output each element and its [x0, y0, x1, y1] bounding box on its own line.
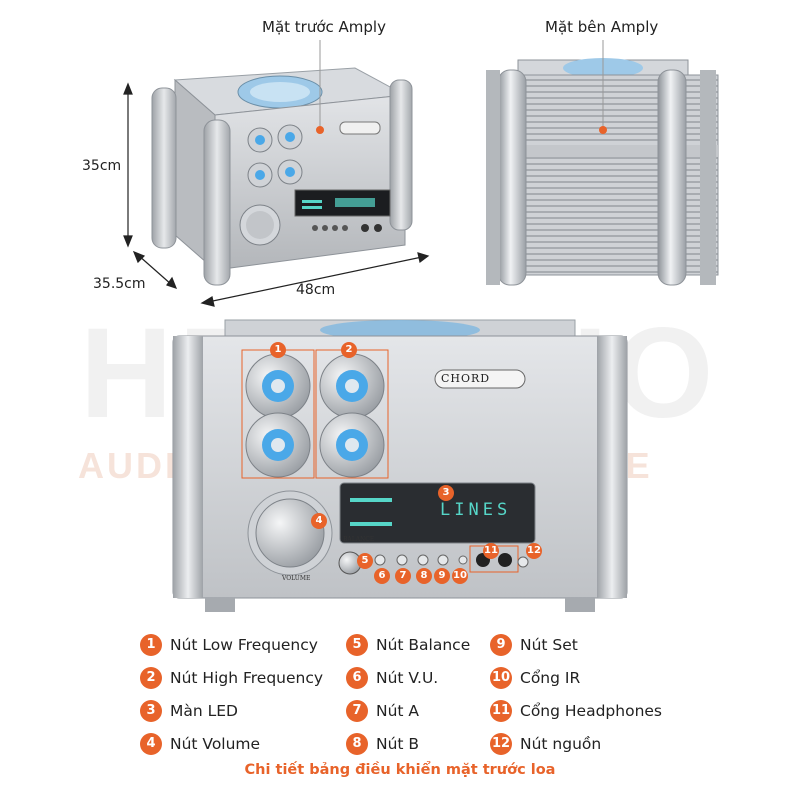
callout-11: 11 [483, 543, 499, 559]
figure-caption: Chi tiết bảng điều khiển mặt trước loa [244, 762, 556, 778]
legend-label: Nút B [376, 735, 420, 753]
legend-label: Nút A [376, 702, 420, 720]
callout-8: 8 [416, 568, 432, 584]
legend-label: Nút Set [520, 636, 578, 654]
legend-number: 8 [346, 733, 368, 755]
callout-1: 1 [270, 342, 286, 358]
legend-label: Nút Low Frequency [170, 636, 318, 654]
legend-label: Cổng IR [520, 669, 581, 687]
amp-perspective-illustration [151, 40, 413, 286]
side-view-title: Mặt bên Amply [545, 18, 659, 36]
legend-item: 4 Nút Volume [140, 731, 260, 757]
depth-dimension: 35.5cm [93, 276, 146, 292]
legend-number: 12 [490, 733, 512, 755]
amp-front-panel [172, 319, 628, 612]
amp-side-illustration [486, 40, 719, 286]
callout-12: 12 [526, 543, 542, 559]
legend-number: 6 [346, 667, 368, 689]
legend-number: 9 [490, 634, 512, 656]
callout-2: 2 [341, 342, 357, 358]
brand-logo: CHORD [441, 372, 491, 385]
legend-item: 2 Nút High Frequency [140, 665, 323, 691]
callout-9: 9 [434, 568, 450, 584]
legend-label: Nút nguồn [520, 735, 602, 753]
legend-item: 5 Nút Balance [346, 632, 470, 658]
legend-item: 3 Màn LED [140, 698, 238, 724]
front-view-title: Mặt trước Amply [262, 18, 386, 36]
callout-6: 6 [374, 568, 390, 584]
legend-number: 2 [140, 667, 162, 689]
legend-number: 10 [490, 667, 512, 689]
legend-label: Nút Balance [376, 636, 471, 654]
callout-3: 3 [438, 485, 454, 501]
height-dimension: 35cm [82, 158, 122, 174]
legend-label: Màn LED [170, 702, 238, 720]
legend-number: 7 [346, 700, 368, 722]
legend-item: 1 Nút Low Frequency [140, 632, 318, 658]
legend-number: 5 [346, 634, 368, 656]
legend-number: 4 [140, 733, 162, 755]
led-display-text: LINES [440, 500, 512, 520]
legend-number: 11 [490, 700, 512, 722]
callout-10: 10 [452, 568, 468, 584]
width-dimension: 48cm [296, 282, 336, 298]
callout-5: 5 [357, 553, 373, 569]
legend-label: Nút Volume [170, 735, 261, 753]
legend-item: 12 Nút nguồn [490, 731, 601, 757]
legend-item: 11 Cổng Headphones [490, 698, 662, 724]
callout-4: 4 [311, 513, 327, 529]
dimension-arrows [123, 82, 430, 307]
legend-item: 7 Nút A [346, 698, 419, 724]
legend-label: Nút High Frequency [170, 669, 324, 687]
callout-7: 7 [395, 568, 411, 584]
legend-number: 1 [140, 634, 162, 656]
legend-item: 10 Cổng IR [490, 665, 580, 691]
balance-label: BALANCE [343, 536, 375, 543]
volume-label: VOLUME [282, 575, 311, 582]
legend-item: 8 Nút B [346, 731, 419, 757]
legend-item: 9 Nút Set [490, 632, 578, 658]
legend-label: Nút V.U. [376, 669, 439, 687]
legend-item: 6 Nút V.U. [346, 665, 438, 691]
legend-label: Cổng Headphones [520, 702, 663, 720]
legend-number: 3 [140, 700, 162, 722]
